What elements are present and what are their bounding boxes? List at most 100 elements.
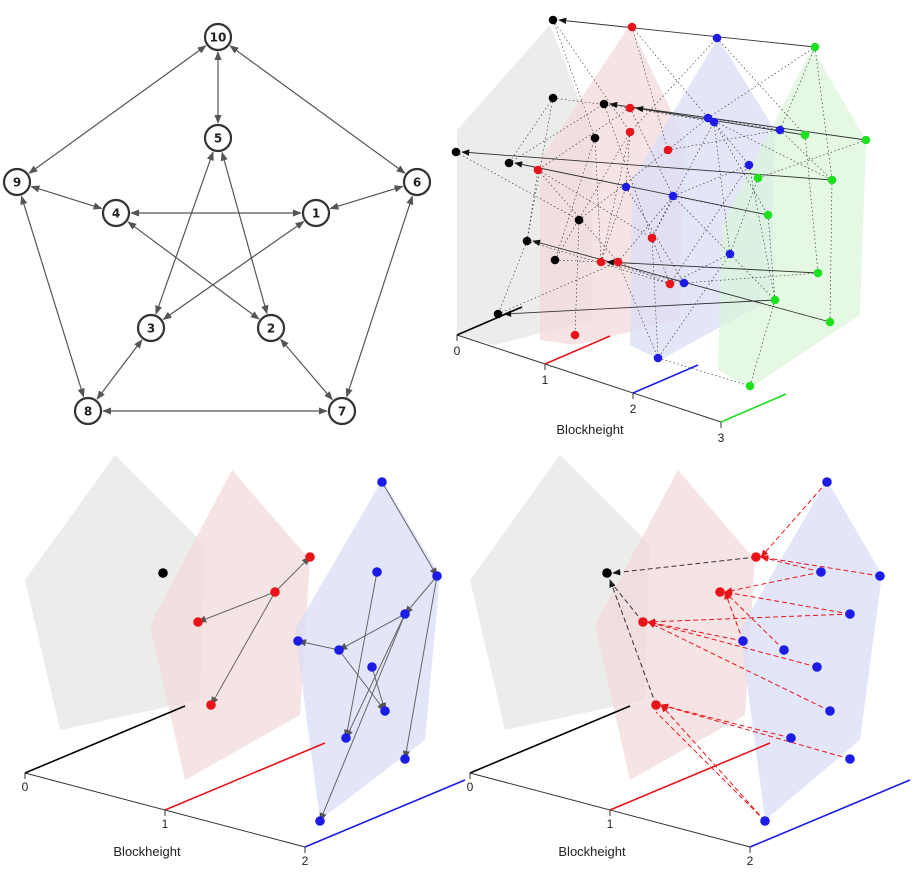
dependency-link — [748, 164, 776, 301]
data-point — [763, 210, 773, 220]
dependency-link — [617, 261, 671, 285]
dependency-link — [707, 46, 816, 119]
graph-edge — [220, 151, 269, 315]
axis-tick-label: 2 — [302, 854, 309, 868]
layer-plane — [718, 48, 866, 388]
intra-layer-link — [345, 613, 406, 739]
intra-layer-link — [297, 639, 340, 651]
inter-layer-link — [724, 590, 851, 615]
intra-layer-link — [197, 591, 276, 623]
data-point — [786, 733, 796, 743]
data-point — [590, 133, 600, 143]
graph-node-label: 3 — [147, 322, 155, 336]
cross-layer-link — [609, 101, 867, 141]
data-point — [293, 636, 303, 646]
intra-layer-link — [381, 481, 438, 577]
graph-edge — [127, 221, 260, 320]
inter-layer-link — [660, 704, 766, 822]
dependency-link — [729, 253, 776, 301]
graph-node-label: 10 — [210, 31, 227, 45]
layer-depth-line — [632, 364, 699, 394]
cross-layer-link — [558, 17, 816, 48]
data-point — [602, 568, 612, 578]
dependency-link — [672, 195, 731, 255]
dependency-link — [804, 134, 819, 274]
graph-node — [256, 313, 286, 343]
inter-layer-link — [609, 579, 657, 706]
data-point — [315, 816, 325, 826]
data-point — [679, 278, 689, 288]
dependency-link — [672, 164, 750, 197]
layer-depth-line — [304, 779, 466, 848]
inter-layer-link — [760, 481, 828, 558]
data-point — [825, 317, 835, 327]
data-point — [504, 158, 514, 168]
inter-layer-link — [647, 613, 851, 625]
graph-edge — [30, 185, 103, 210]
data-point — [596, 257, 606, 267]
data-point — [638, 617, 648, 627]
data-point — [647, 233, 657, 243]
layer-depth-line — [749, 779, 911, 848]
data-point — [725, 249, 735, 259]
layer-depth-line — [456, 306, 523, 336]
dependency-link — [707, 117, 781, 131]
dependency-link — [667, 129, 781, 151]
inter-layer-link — [647, 621, 831, 712]
data-point — [668, 191, 678, 201]
data-point — [751, 552, 761, 562]
data-point — [400, 609, 410, 619]
data-point — [827, 175, 837, 185]
data-point — [663, 145, 673, 155]
dependency-link — [508, 103, 605, 164]
intra-layer-link — [338, 649, 386, 712]
data-point — [305, 552, 315, 562]
intra-layer-link — [210, 591, 276, 706]
dependency-link — [537, 107, 631, 171]
data-point — [193, 617, 203, 627]
data-point — [206, 700, 216, 710]
intra-layer-link — [319, 613, 406, 822]
dependency-link — [552, 19, 596, 139]
layer-depth-line — [469, 705, 631, 774]
data-point — [775, 125, 785, 135]
data-point — [738, 636, 748, 646]
data-point — [813, 268, 823, 278]
data-point — [377, 477, 387, 487]
data-point — [712, 33, 722, 43]
dependency-link — [631, 26, 669, 151]
graph-edge — [280, 338, 333, 401]
graph-node-label: 6 — [413, 176, 421, 190]
data-point — [451, 147, 461, 157]
data-point — [703, 113, 713, 123]
graph-edge — [329, 185, 404, 210]
data-point — [599, 99, 609, 109]
cross-layer-link — [606, 259, 819, 274]
data-point — [522, 236, 532, 246]
dependency-link — [729, 177, 759, 255]
inter-layer-link — [647, 620, 818, 668]
dependency-link — [651, 237, 659, 359]
dependency-link — [617, 261, 659, 359]
axis-title: Blockheight — [113, 844, 181, 859]
cross-layer-link — [503, 299, 776, 317]
graph-node — [101, 198, 131, 228]
axis-tick-label: 0 — [22, 780, 29, 794]
graph-edge — [20, 195, 85, 398]
axis-tick-label: 2 — [747, 854, 754, 868]
intra-layer-link — [274, 556, 311, 593]
data-point — [627, 22, 637, 32]
intra-layer-link — [402, 575, 438, 760]
inter-layer-link — [760, 555, 822, 573]
dependency-link — [594, 137, 602, 263]
layer-depth-line — [24, 705, 186, 774]
dependency-link — [526, 240, 671, 285]
cross-layer-link — [514, 161, 769, 216]
inter-layer-link — [647, 620, 744, 642]
dependency-link — [554, 137, 596, 261]
layer-plane — [740, 480, 882, 820]
data-point — [816, 567, 826, 577]
